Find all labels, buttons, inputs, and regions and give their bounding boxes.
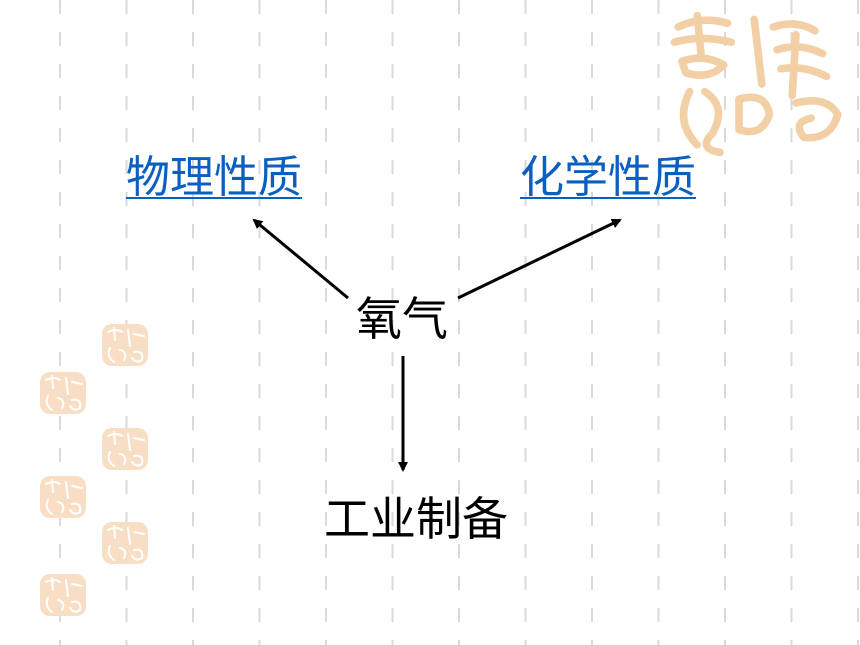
- auspicious-seal-icon: [40, 372, 86, 414]
- arrow-to-chemical-properties: [457, 218, 622, 300]
- physical-properties-link[interactable]: 物理性质: [126, 152, 302, 203]
- arrow-to-physical-properties: [252, 218, 349, 300]
- auspicious-seal-icon: [40, 574, 86, 616]
- auspicious-seal-icon: [670, 11, 842, 157]
- chemical-properties-link[interactable]: 化学性质: [520, 152, 696, 203]
- auspicious-seal-icon: [102, 428, 148, 470]
- auspicious-seal-icon: [40, 476, 86, 518]
- industrial-preparation-node: 工业制备: [324, 492, 508, 546]
- auspicious-seal-icon: [102, 522, 148, 564]
- center-node-oxygen: 氧气: [356, 292, 448, 346]
- auspicious-seal-icon: [102, 324, 148, 366]
